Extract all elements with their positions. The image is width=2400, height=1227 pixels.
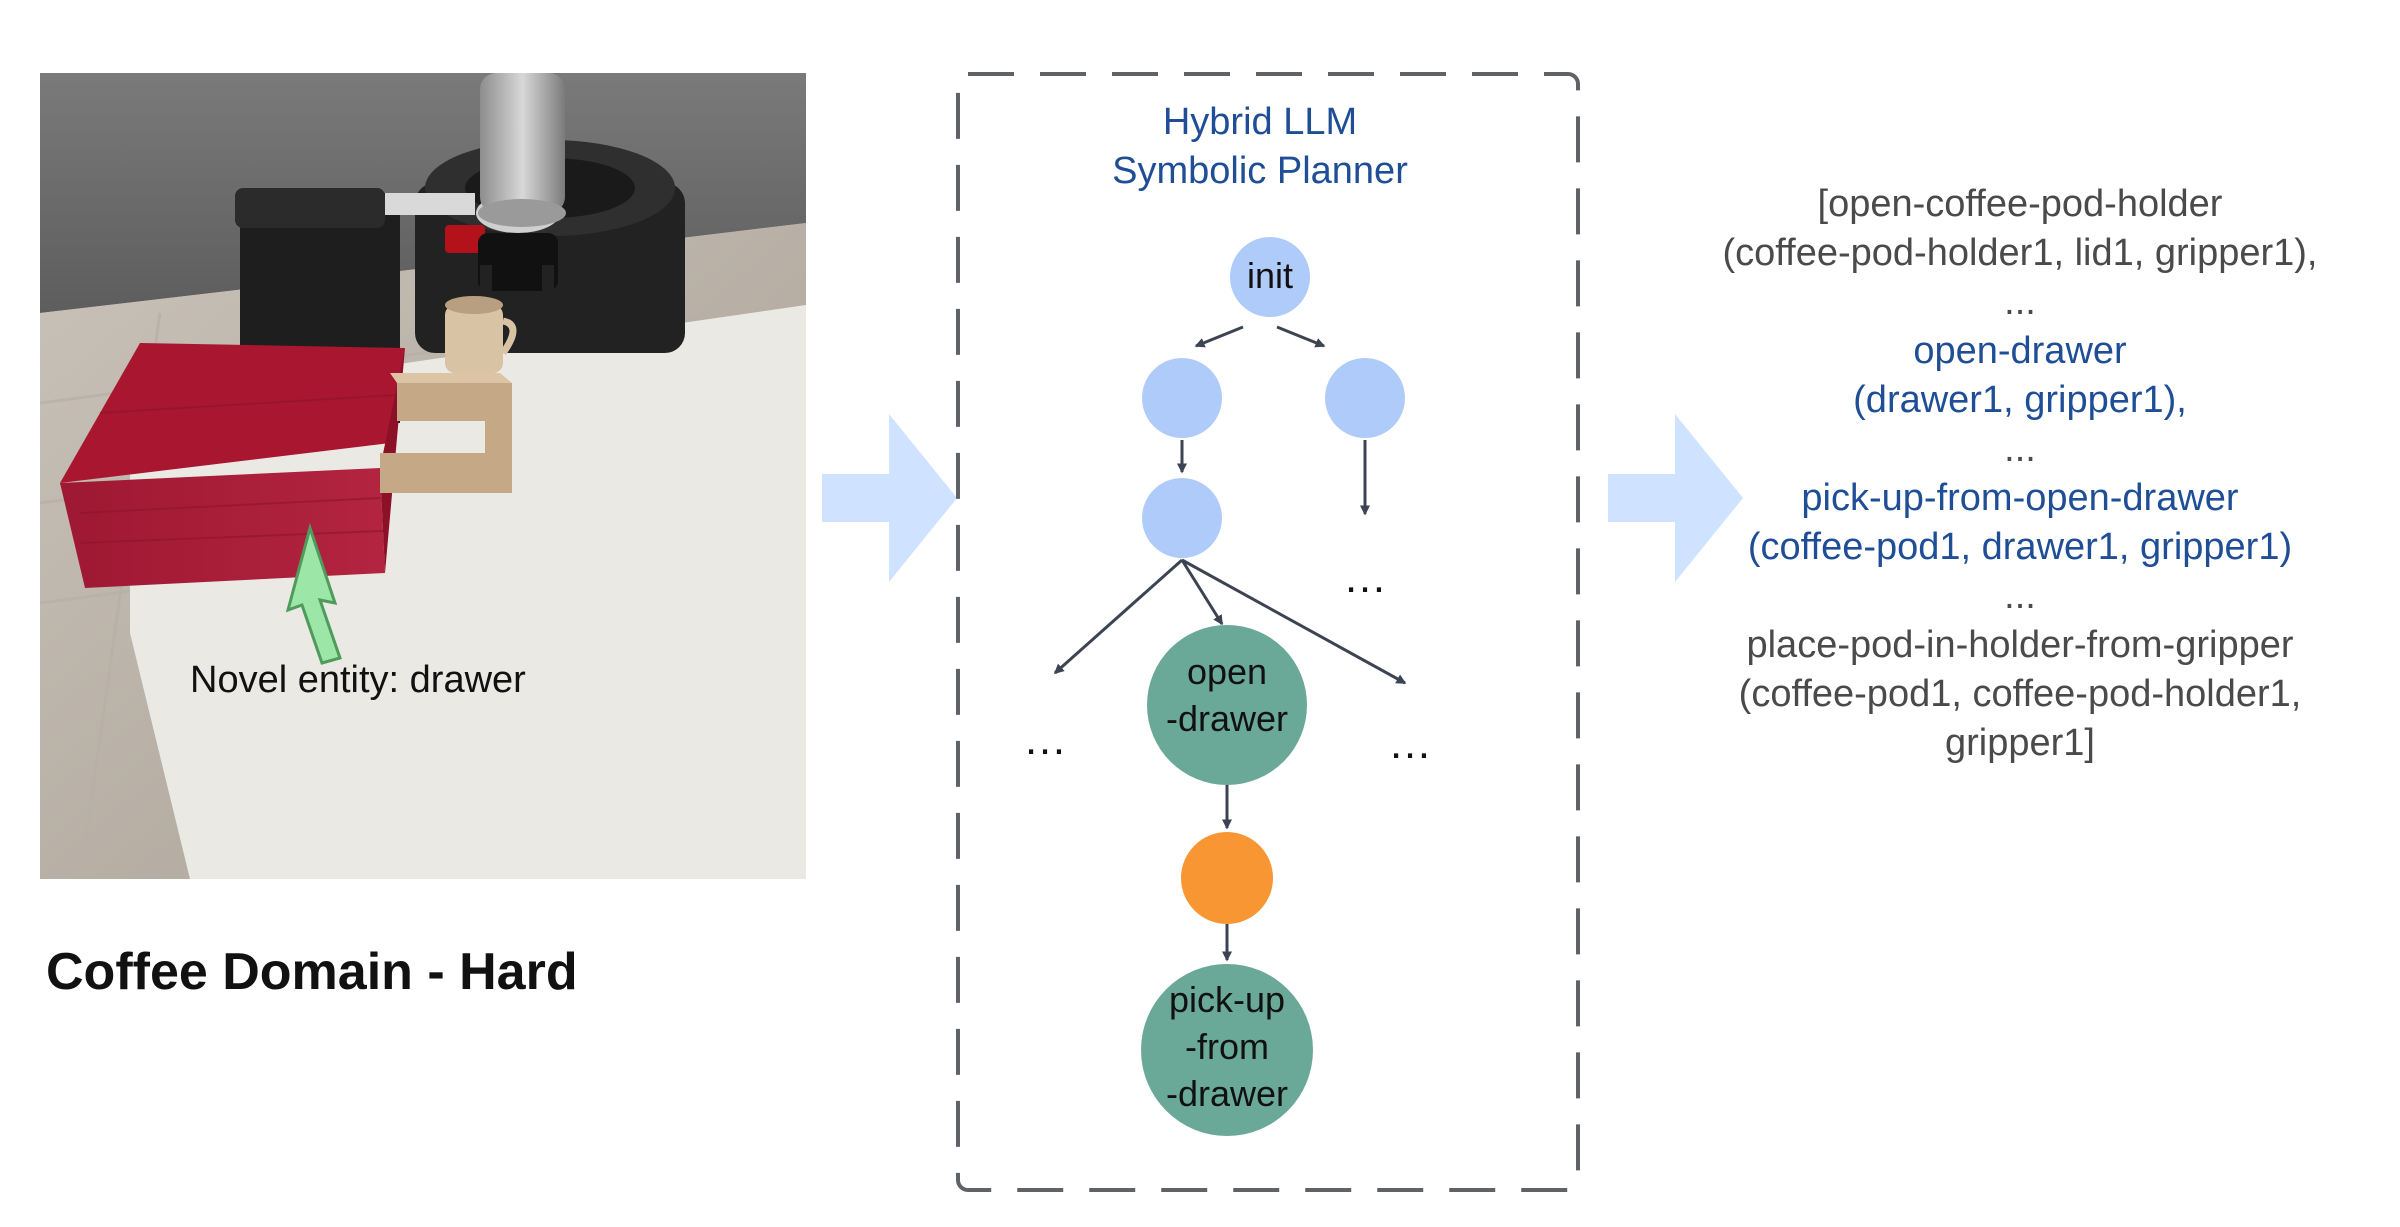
flow-arrow-scene-to-planner [822, 414, 957, 582]
plan-line: ... [2004, 575, 2036, 617]
plan-line: gripper1] [1945, 722, 2095, 764]
robot-arm [478, 73, 566, 227]
edge-init-left [1194, 325, 1244, 348]
plan-line: (coffee-pod1, coffee-pod-holder1, [1738, 673, 2302, 715]
plan-line: [open-coffee-pod-holder [1817, 183, 2223, 225]
coffee-scene-image: Novel entity: drawer [40, 73, 806, 879]
plan-line: (coffee-pod1, drawer1, gripper1) [1747, 526, 2293, 568]
plan-line: (coffee-pod-holder1, lid1, gripper1), [1722, 232, 2318, 274]
coffee-mug [445, 296, 517, 373]
node-orange [1181, 832, 1273, 924]
plan-line: (drawer1, gripper1), [1853, 379, 2187, 421]
node-pickup-label-line1: pick-up [1169, 979, 1285, 1020]
edge-mid-to-right-ellipsis [1181, 558, 1407, 685]
ellipsis-right-branch: … [1343, 553, 1387, 602]
node-pickup-label-line3: -drawer [1166, 1073, 1288, 1114]
planner-title-line1: Hybrid LLM [1163, 101, 1357, 143]
edge-mid-to-open-drawer [1180, 559, 1224, 626]
node-left-grandchild [1142, 478, 1222, 558]
plan-line: open-drawer [1913, 330, 2127, 372]
planner-title-line2: Symbolic Planner [1112, 150, 1408, 192]
plan-line: ... [2004, 281, 2036, 323]
node-init [1230, 237, 1310, 317]
plan-line: ... [2004, 428, 2036, 470]
node-right-child [1325, 358, 1405, 438]
plan-output: [open-coffee-pod-holder (coffee-pod-holde… [1600, 180, 2400, 768]
edge-mid-to-left-ellipsis [1053, 558, 1183, 675]
node-left-child [1142, 358, 1222, 438]
novel-entity-label: Novel entity: drawer [190, 659, 526, 701]
node-open-drawer-label-line2: -drawer [1166, 698, 1288, 739]
planner-frame [956, 72, 1580, 1192]
ellipsis-left: … [1023, 715, 1067, 764]
ellipsis-right: … [1388, 719, 1432, 768]
node-pick-up-from-drawer [1141, 964, 1313, 1136]
node-open-drawer [1147, 625, 1307, 785]
node-init-label: init [1247, 255, 1293, 296]
novel-entity-arrow [285, 522, 342, 665]
edge-init-right [1276, 325, 1326, 348]
node-open-drawer-label-line1: open [1187, 651, 1267, 692]
scene-caption: Coffee Domain - Hard [46, 943, 578, 1001]
flow-arrow-planner-to-plan [1608, 414, 1743, 582]
node-pickup-label-line2: -from [1185, 1026, 1269, 1067]
plan-line: place-pod-in-holder-from-gripper [1746, 624, 2294, 666]
plan-line: pick-up-from-open-drawer [1801, 477, 2239, 519]
